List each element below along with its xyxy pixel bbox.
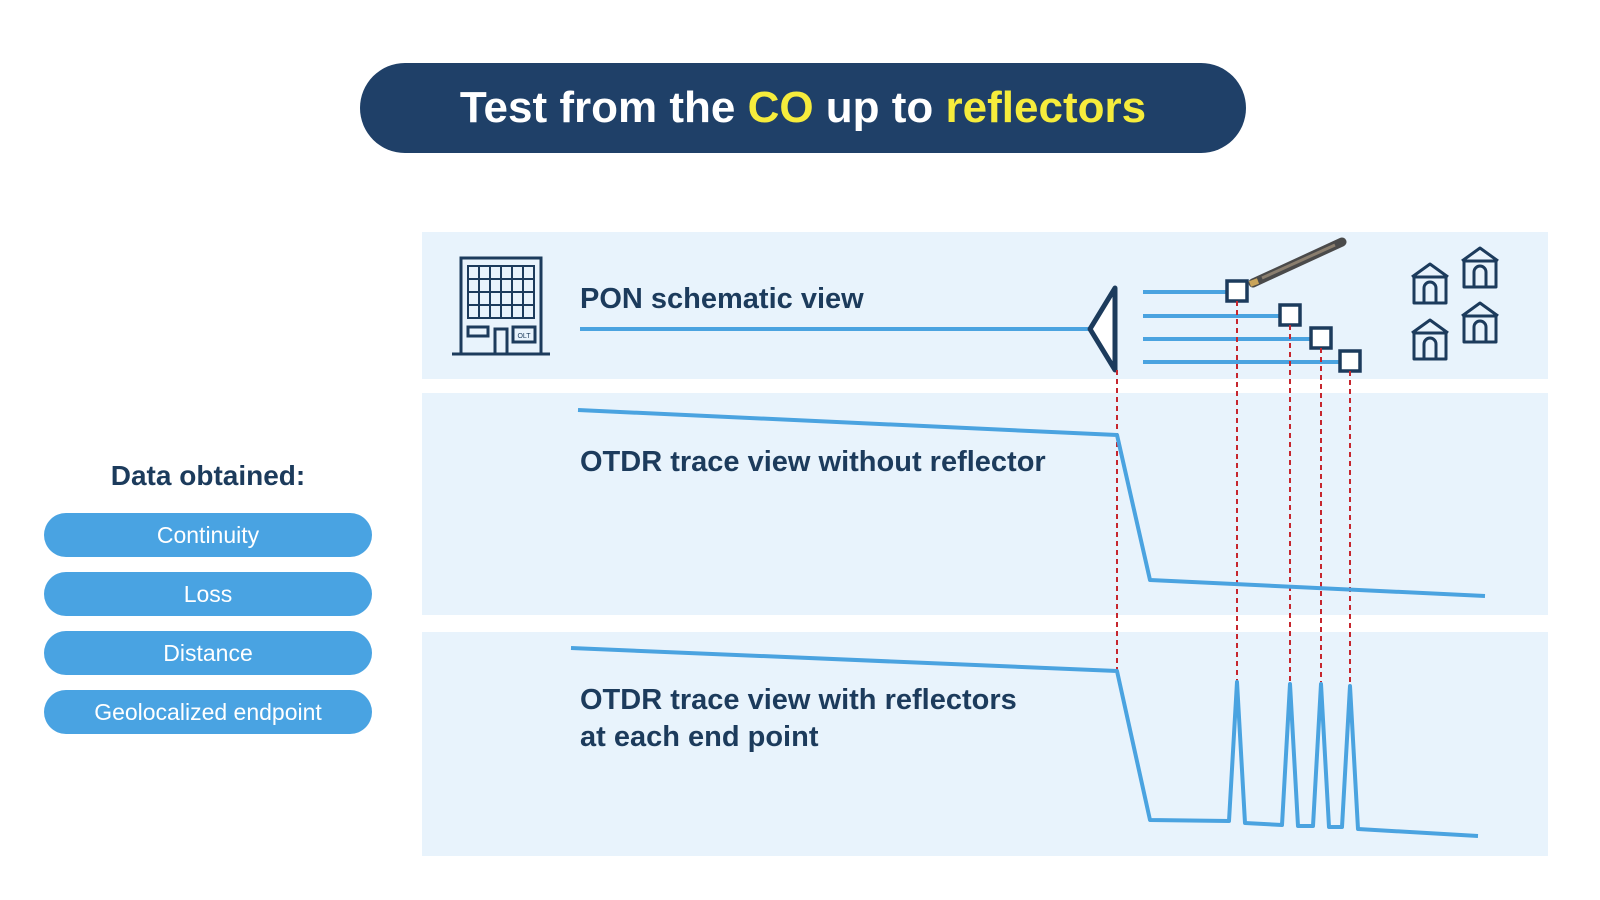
otdr-trace-without-reflector — [577, 408, 1486, 598]
reflector-icon — [1225, 279, 1362, 373]
data-obtained-heading: Data obtained: — [110, 460, 306, 491]
title-part-1: Test from the — [459, 83, 748, 132]
otdr-with-reflectors-panel — [422, 632, 1548, 856]
data-obtained-list: Continuity Loss Distance Geolocalized en… — [44, 513, 372, 749]
data-item-distance: Distance — [44, 631, 372, 675]
connector-probe-icon — [1248, 237, 1347, 288]
house-icon — [1411, 246, 1499, 361]
building-icon — [452, 256, 550, 356]
data-item-geolocalized-endpoint: Geolocalized endpoint — [44, 690, 372, 734]
distribution-fibers — [1143, 290, 1340, 364]
olt-sign: OLT — [517, 333, 531, 340]
page-title: Test from the CO up to reflectors — [360, 63, 1246, 153]
pon-schematic-label: PON schematic view — [580, 283, 864, 315]
otdr-without-reflector-label: OTDR trace view without reflector — [580, 446, 1046, 478]
title-part-2: up to — [813, 83, 946, 132]
otdr-with-reflectors-label-line-1: OTDR trace view with reflectors — [580, 684, 1017, 716]
otdr-with-reflectors-label-line-2: at each end point — [580, 721, 819, 753]
title-highlight-co: CO — [747, 83, 814, 132]
event-guide-lines — [1116, 301, 1351, 684]
splitter-icon — [1087, 285, 1118, 373]
otdr-trace-with-reflectors — [570, 646, 1479, 838]
data-item-loss: Loss — [44, 572, 372, 616]
data-item-continuity: Continuity — [44, 513, 372, 557]
title-highlight-reflectors: reflectors — [945, 83, 1147, 132]
